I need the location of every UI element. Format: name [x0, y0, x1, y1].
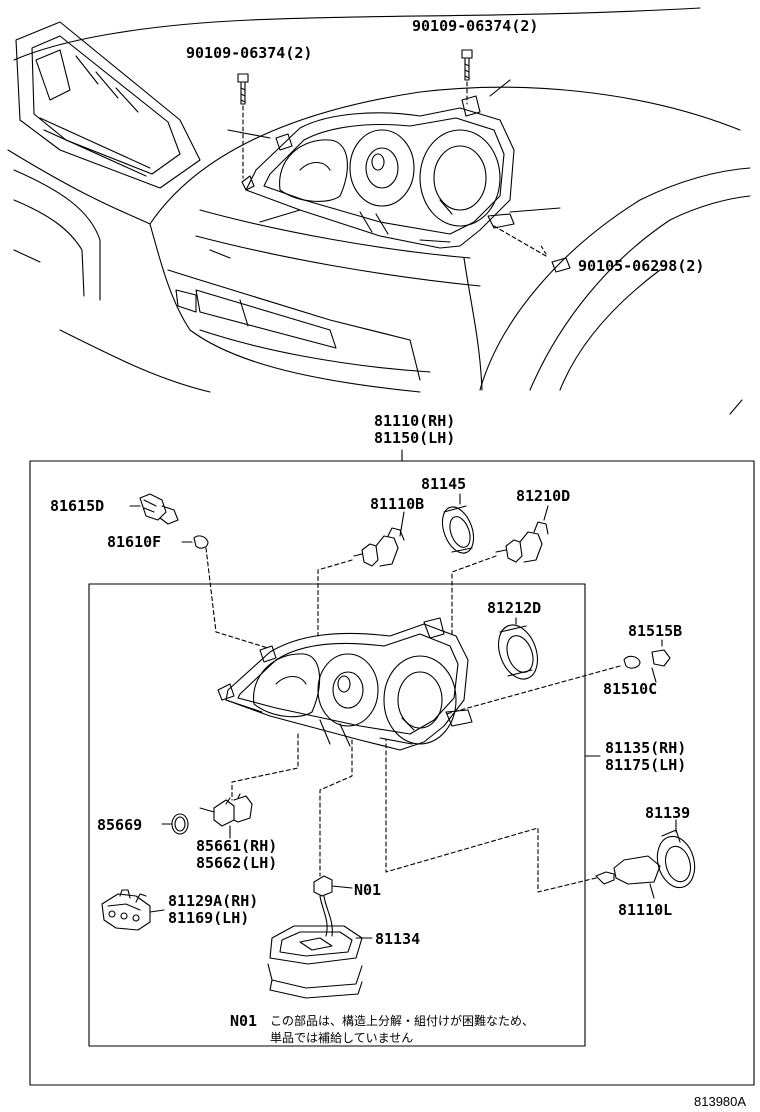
socket-81615d	[130, 494, 178, 524]
bulb-81110l	[386, 740, 700, 898]
igniter-leader	[232, 734, 298, 800]
label-81139: 81139	[645, 804, 691, 822]
label-81134: 81134	[375, 930, 421, 948]
label-bolt-left: 90109-06374(2)	[186, 44, 313, 62]
label-81129a-rh: 81129A(RH)	[168, 892, 259, 910]
label-81610f: 81610F	[107, 533, 162, 551]
installed-headlamp	[228, 80, 560, 248]
label-bolt-right: 90109-06374(2)	[412, 17, 539, 35]
label-81175-lh: 81175(LH)	[605, 756, 687, 774]
connector-81129a	[102, 890, 164, 930]
ballast-81134	[268, 876, 372, 998]
label-85662-lh: 85662(LH)	[196, 854, 278, 872]
label-screw: 90105-06298(2)	[578, 257, 705, 275]
label-81510c: 81510C	[603, 680, 658, 698]
label-81110b: 81110B	[370, 495, 425, 513]
label-81615d: 81615D	[50, 497, 105, 515]
label-85661-rh: 85661(RH)	[196, 837, 278, 855]
note-line-2: 単品では補給していません	[270, 1031, 414, 1045]
exploded-headlamp	[218, 618, 472, 750]
label-81135-rh: 81135(RH)	[605, 739, 687, 757]
top-bolts	[238, 50, 570, 272]
bulb-81210d	[452, 506, 548, 636]
inner-frame	[89, 584, 585, 1046]
label-85669: 85669	[97, 816, 143, 834]
label-81145: 81145	[421, 475, 467, 493]
seal-81145	[437, 494, 480, 557]
bulb-81610f	[182, 536, 268, 648]
car-front-illustration	[8, 8, 750, 414]
bulb-81110b	[318, 512, 404, 636]
note-id: N01	[230, 1012, 258, 1030]
outer-frame	[30, 461, 754, 1085]
igniter-85661	[200, 794, 252, 838]
label-81212d: 81212D	[487, 599, 542, 617]
bulb-81510c	[446, 640, 670, 714]
note-line-1: この部品は、構造上分解・組付けが困難なため、	[270, 1014, 535, 1028]
ballast-leader	[320, 740, 352, 876]
label-81110l: 81110L	[618, 901, 673, 919]
label-81210d: 81210D	[516, 487, 571, 505]
label-81515b: 81515B	[628, 622, 683, 640]
label-81169-lh: 81169(LH)	[168, 909, 250, 927]
oring-85669	[162, 814, 188, 834]
label-assembly-rh: 81110(RH)	[374, 412, 456, 430]
seal-81212d	[492, 618, 545, 684]
catalog-number: 813980A	[694, 1094, 747, 1109]
label-n01: N01	[354, 881, 382, 899]
label-assembly-lh: 81150(LH)	[374, 429, 456, 447]
